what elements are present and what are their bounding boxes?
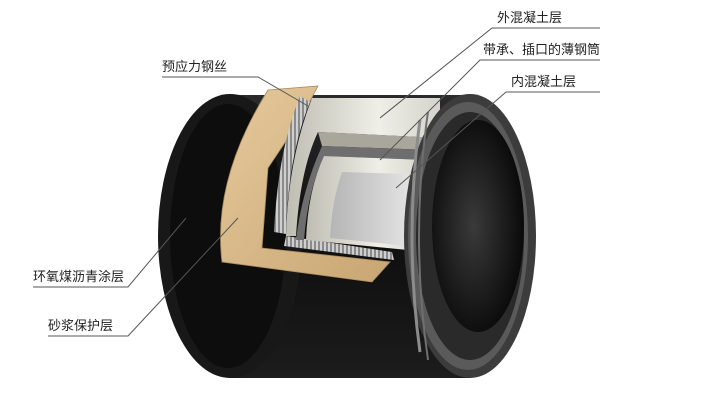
label-epoxy-coating: 环氧煤沥青涂层 [33,270,125,285]
leader-mortar-layer [48,217,239,337]
outer-concrete-layer [286,98,440,236]
label-mortar-layer: 砂浆保护层 [48,319,114,334]
pipe-end-ring [404,94,536,378]
leader-lines [33,27,600,337]
prestressed-wire-band [274,96,394,260]
leader-prestressed-wire [162,76,309,107]
leader-inner-concrete [395,91,600,189]
label-outer-concrete: 外混凝土层 [497,11,563,26]
mortar-layer-cutaway [220,85,391,283]
label-steel-cylinder: 带承、插口的薄钢筒 [483,43,601,58]
leader-epoxy-coating [33,217,187,288]
label-inner-concrete: 内混凝土层 [511,75,577,90]
leader-outer-concrete [379,27,600,119]
inner-concrete-layer [306,156,428,252]
label-prestressed-wire: 预应力钢丝 [162,60,228,75]
leader-steel-cylinder [379,59,600,161]
